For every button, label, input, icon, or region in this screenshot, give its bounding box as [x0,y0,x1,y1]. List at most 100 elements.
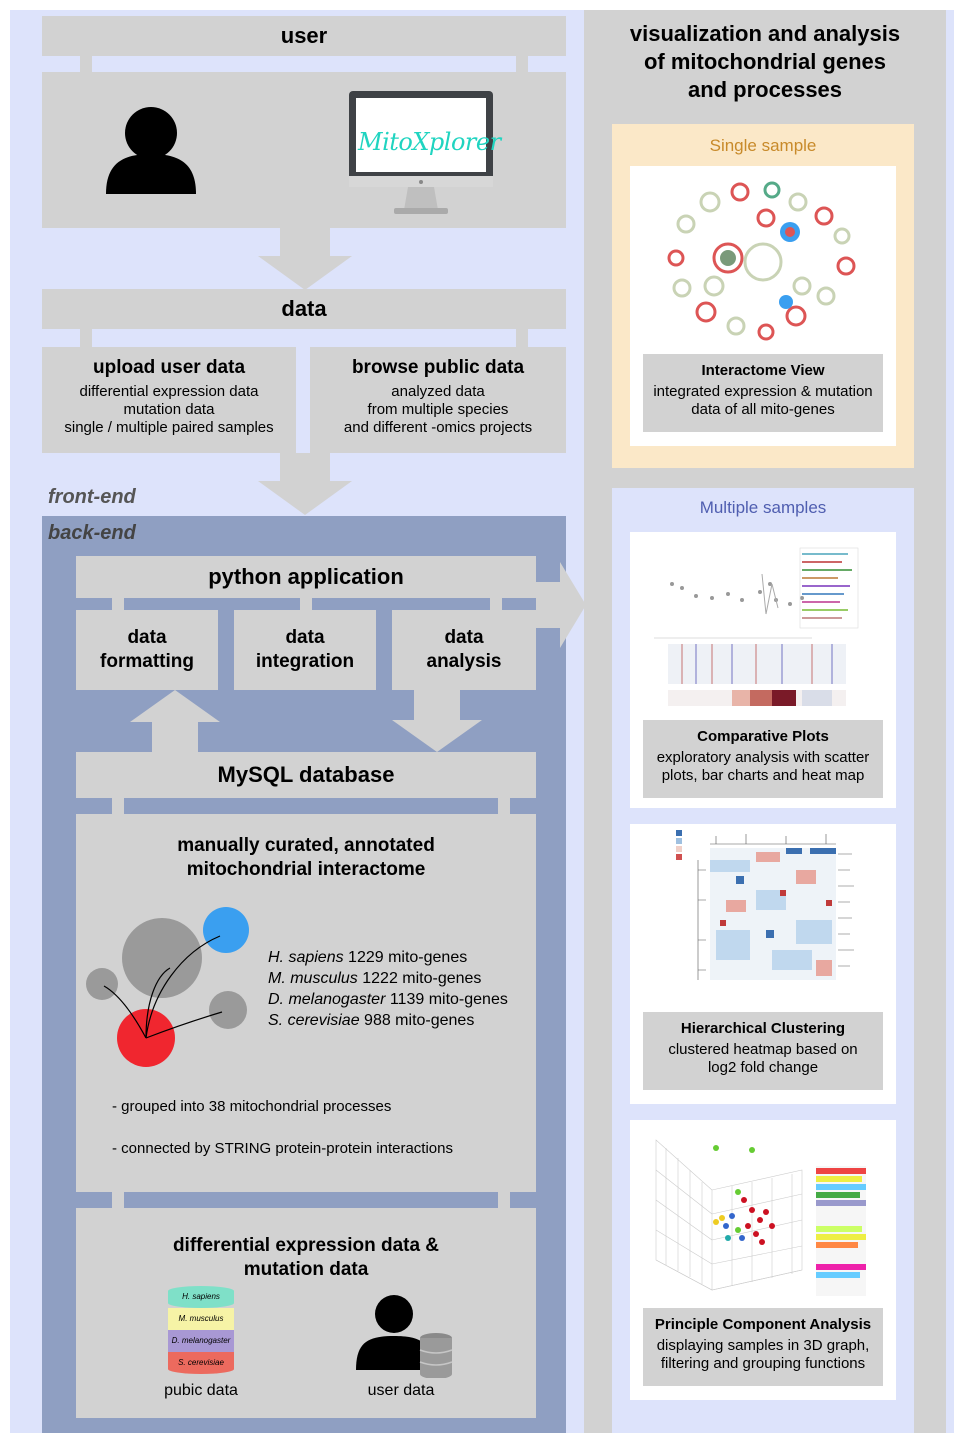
card-line: filtering and grouping functions [660,1355,866,1372]
backend-label: back-end [48,522,136,544]
species-item: H. sapiens 1229 mito-genes [268,947,508,968]
python-title: python application [208,564,404,589]
connector [80,329,92,347]
species-item: S. cerevisiae 988 mito-genes [268,1010,508,1031]
module-line: formatting [100,651,194,672]
upload-line: differential expression data [79,383,259,400]
heatmap-thumbnail [676,830,854,980]
right-title-line: and processes [687,77,843,102]
species-count: 1139 mito-genes [385,991,508,1008]
comparative-plots-caption: Comparative Plots exploratory analysis w… [643,720,883,798]
module-line: data [127,627,167,648]
card-line: integrated expression & mutation [653,383,873,400]
interactome-view-caption: Interactome View integrated expression &… [643,354,883,432]
card-title: Comparative Plots [697,728,829,745]
connector [490,598,502,610]
single-sample-panel: Single sample [612,124,914,468]
module-data-analysis: data analysis [392,610,536,690]
single-sample-header: Single sample [709,136,817,155]
upload-line: single / multiple paired samples [64,419,274,436]
connector [80,56,92,72]
upload-user-data-box: upload user data differential expression… [42,347,296,453]
connector [112,598,124,610]
interactome-view-card: Interactome View integrated expression &… [630,166,896,446]
species-name: D. melanogaster [268,991,386,1008]
connector [300,598,312,610]
card-line: displaying samples in 3D graph, [656,1337,870,1354]
species-name: M. musculus [268,970,358,987]
right-title: visualization and analysis of mitochondr… [584,20,946,104]
right-title-line: of mitochondrial genes [643,49,887,74]
browse-line: from multiple species [367,401,509,418]
user-data-label: user data [367,1382,435,1399]
card-line: plots, bar charts and heat map [661,767,865,784]
connector [498,798,510,814]
comparative-plots-thumbnail [654,547,859,706]
user-title: user [280,23,328,48]
module-line: data [285,627,325,648]
arrow-right [536,562,586,648]
species-count: 988 mito-genes [359,1012,475,1029]
public-data-label: pubic data [164,1382,238,1399]
arrow-down [392,690,482,752]
user-area: MitoXplorer [42,72,566,228]
card-line: log2 fold change [707,1059,819,1076]
public-database-icon: H. sapiens M. musculus D. melanogaster S… [168,1286,234,1376]
pca-card: Principle Component Analysis displaying … [630,1120,896,1400]
module-line: data [444,627,484,648]
hierarchical-clustering-caption: Hierarchical Clustering clustered heatma… [643,1012,883,1090]
card-line: exploratory analysis with scatter [656,749,870,766]
browse-line: and different -omics projects [343,419,533,436]
db-layer: D. melanogaster [168,1330,234,1352]
bullet-interactions: - connected by STRING protein-protein in… [112,1140,453,1157]
mysql-database-header: MySQL database [76,752,536,798]
arrow-up [130,690,220,752]
data-header: data [42,289,566,329]
mysql-title: MySQL database [217,762,395,787]
species-item: M. musculus 1222 mito-genes [268,968,508,989]
diffexp-title: differential expression data & [172,1235,440,1256]
pca-thumbnail [655,1139,866,1296]
species-item: D. melanogaster 1139 mito-genes [268,989,508,1010]
interactome-box: manually curated, annotated mitochondria… [76,814,536,1192]
bullet-processes: - grouped into 38 mitochondrial processe… [112,1098,392,1115]
arrow-down [258,453,352,515]
monitor-icon [349,91,493,214]
diffexp-title: mutation data [243,1259,369,1280]
species-name: S. cerevisiae [268,1012,360,1029]
species-name: H. sapiens [268,949,344,966]
browse-title: browse public data [351,357,525,378]
db-layer: S. cerevisiae [168,1352,234,1374]
interactome-thumbnail [667,181,856,341]
db-layer: M. musculus [168,1308,234,1330]
connector [112,798,124,814]
card-title: Principle Component Analysis [654,1316,872,1333]
db-layer: H. sapiens [168,1286,234,1308]
browse-line: analyzed data [391,383,485,400]
module-line: integration [255,651,355,672]
arrow-down [258,228,352,290]
species-list: H. sapiens 1229 mito-genes M. musculus 1… [268,947,508,1031]
pca-caption: Principle Component Analysis displaying … [643,1308,883,1386]
connector [498,1192,510,1208]
species-count: 1229 mito-genes [343,949,468,966]
species-count: 1222 mito-genes [357,970,482,987]
card-title: Hierarchical Clustering [680,1020,846,1037]
module-line: analysis [426,651,502,672]
user-database-icon [356,1295,453,1378]
multiple-samples-panel: Multiple samples [612,488,914,1433]
data-title: data [281,296,327,321]
upload-title: upload user data [92,357,246,378]
card-title: Interactome View [701,362,825,379]
app-logo: MitoXplorer [358,128,501,156]
card-line: data of all mito-genes [691,401,835,418]
user-silhouette-icon [106,107,196,194]
upload-line: mutation data [123,401,215,418]
network-graph-icon [86,907,249,1067]
module-data-integration: data integration [234,610,376,690]
frontend-label: front-end [48,486,136,508]
connector [516,56,528,72]
module-data-formatting: data formatting [76,610,218,690]
connector [516,329,528,347]
browse-public-data-box: browse public data analyzed data from mu… [310,347,566,453]
